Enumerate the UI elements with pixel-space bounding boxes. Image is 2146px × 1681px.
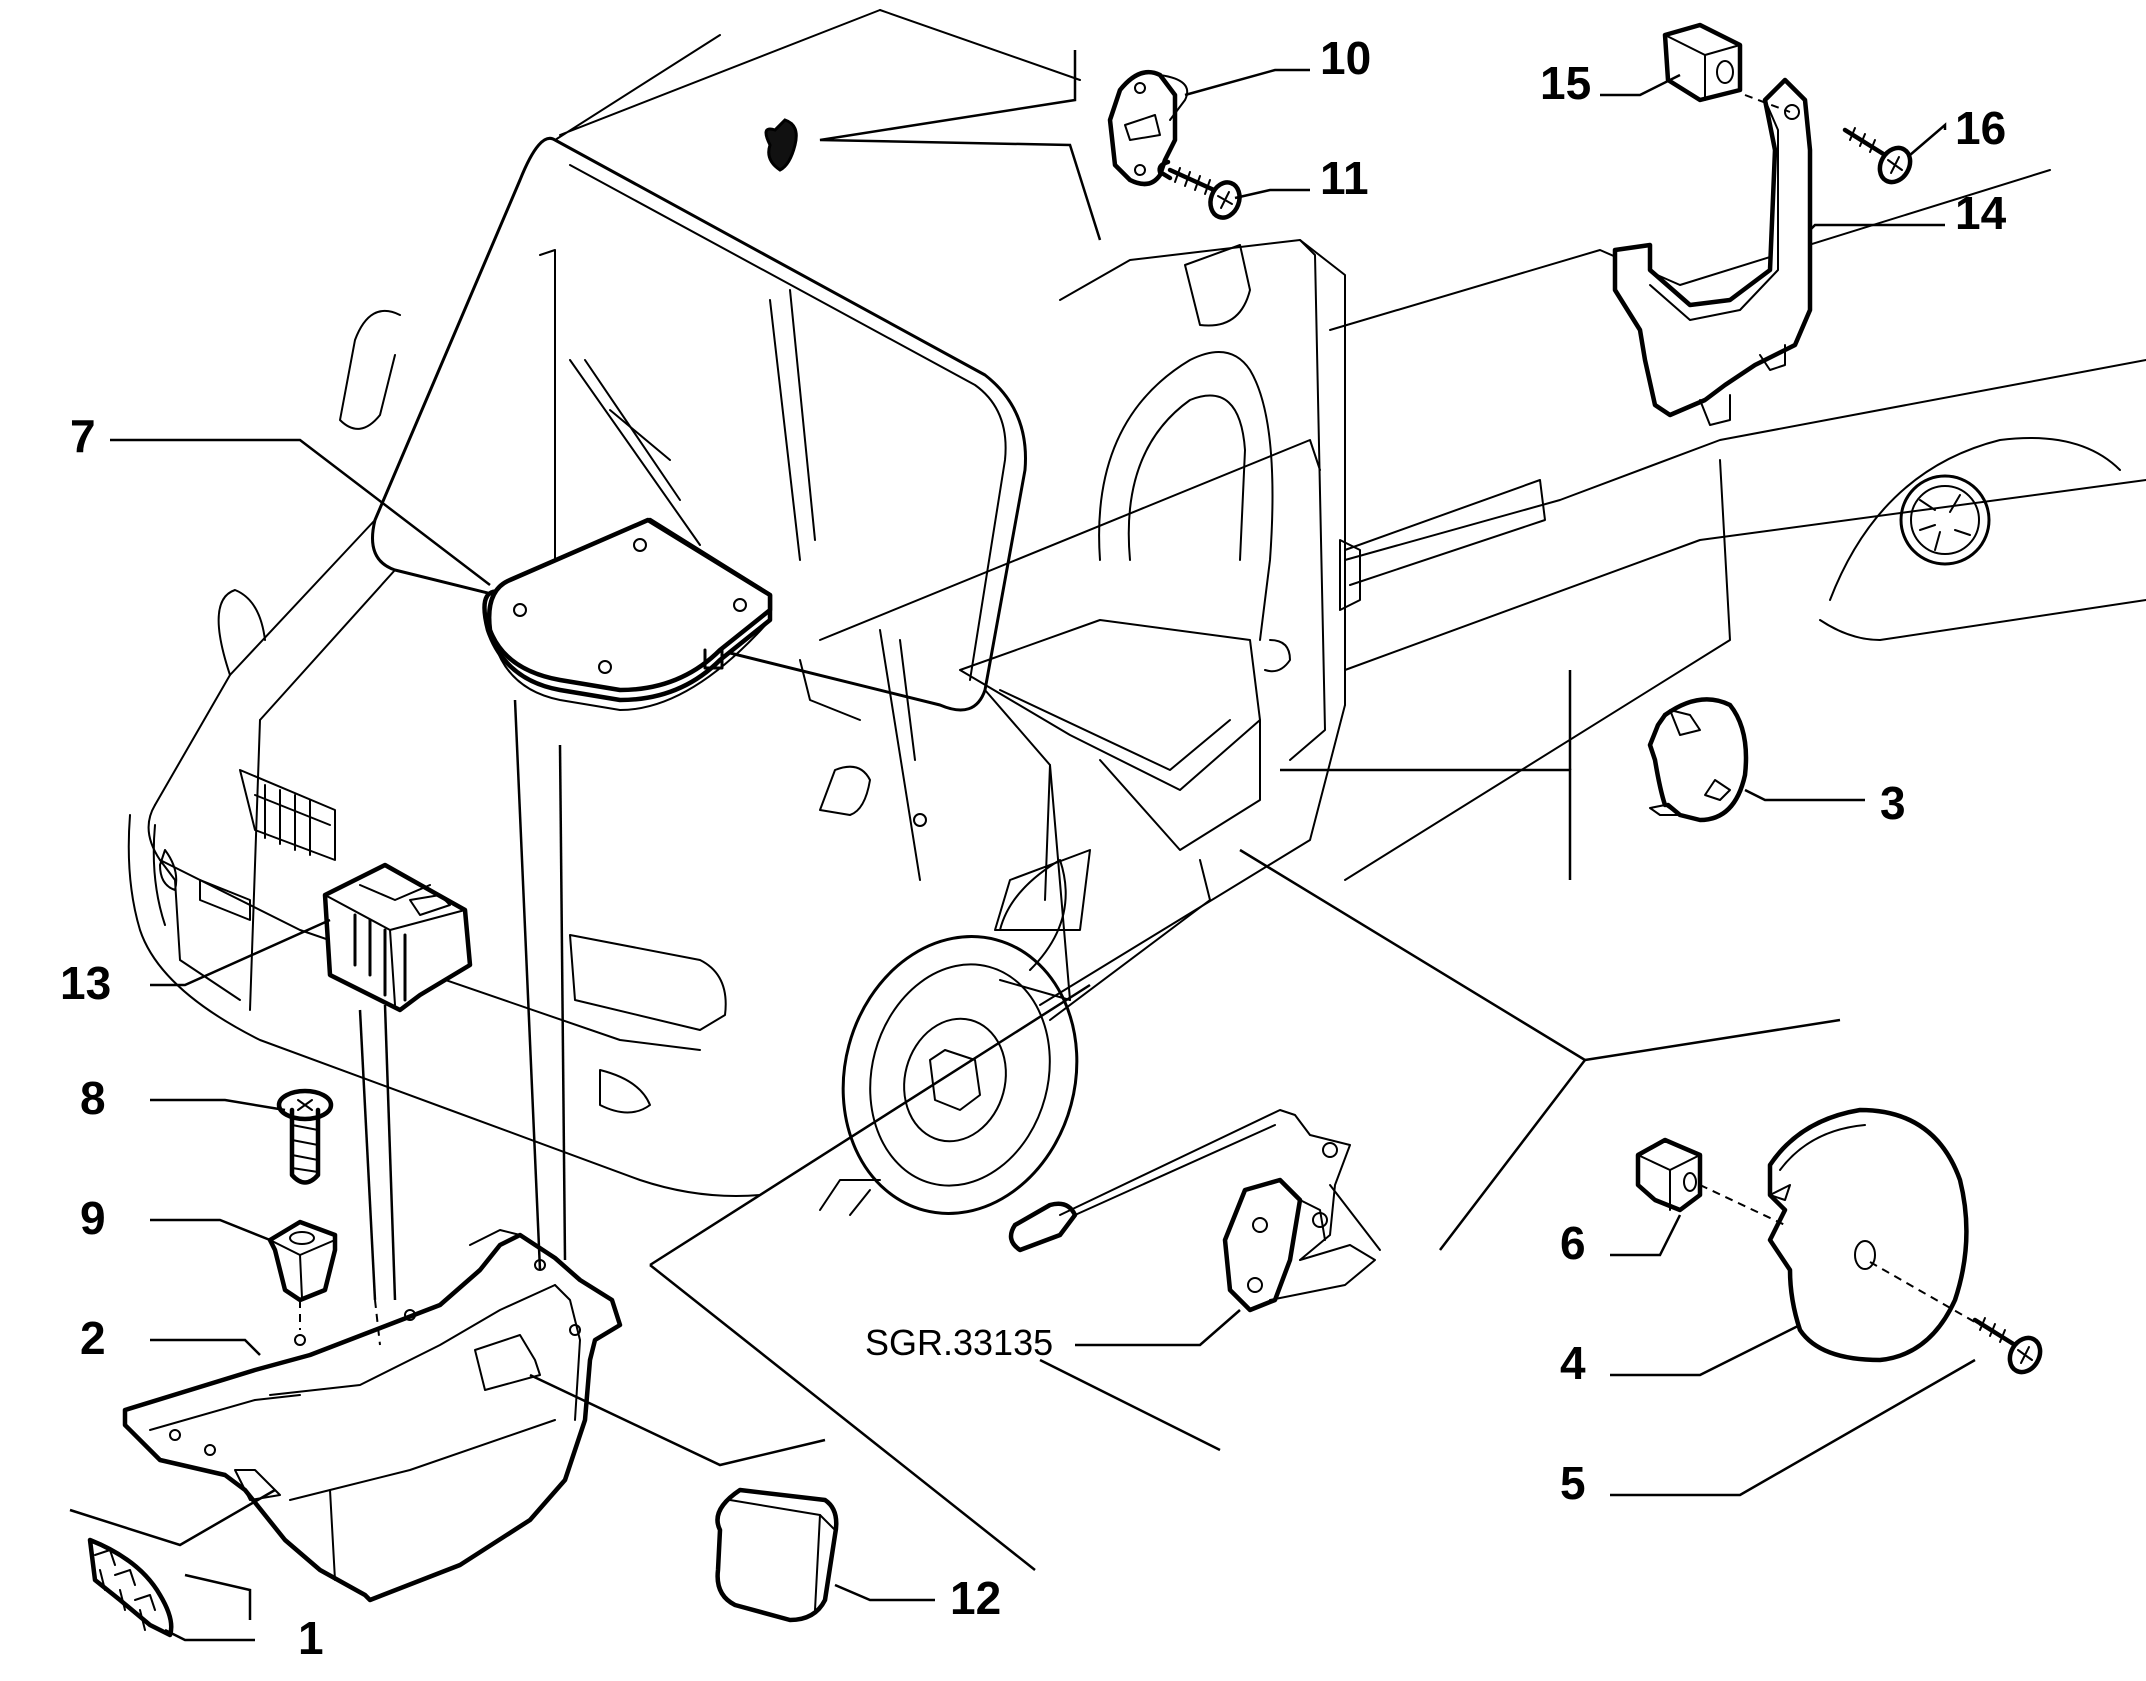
callout-5: 5 <box>1560 1457 1586 1509</box>
part-5-shape <box>1972 1317 2043 1375</box>
part-8-shape <box>276 1088 334 1185</box>
handbrake-shape <box>1008 1109 1381 1313</box>
part-13-shape <box>322 862 473 1013</box>
callout-6: 6 <box>1560 1217 1586 1269</box>
callout-9: 9 <box>80 1192 106 1244</box>
callout-2: 2 <box>80 1312 106 1364</box>
part-16-shape <box>1842 127 1913 185</box>
part-9-shape <box>267 1219 338 1303</box>
reference-code: SGR.33135 <box>865 1322 1054 1363</box>
leader-lines <box>69 50 1981 1642</box>
part-15-shape <box>1662 22 1743 103</box>
part-4-shape <box>1767 1107 1969 1363</box>
part-3-shape <box>1647 697 1749 823</box>
callout-7: 7 <box>70 410 96 462</box>
part-6-shape <box>1635 1137 1703 1213</box>
part-7-shape <box>482 517 773 711</box>
callout-14: 14 <box>1955 187 2007 239</box>
part-11-shape <box>1157 159 1242 220</box>
callout-13: 13 <box>60 957 112 1009</box>
part-1-shape <box>87 1537 174 1638</box>
part-12-shape <box>715 1487 839 1623</box>
van-outline <box>127 9 2146 1216</box>
part-14-shape <box>1612 77 1813 426</box>
callout-11: 11 <box>1320 152 1369 204</box>
callout-3: 3 <box>1880 777 1906 829</box>
part-2-shape <box>122 1229 623 1603</box>
part-10-shape <box>1107 69 1189 187</box>
callout-4: 4 <box>1560 1337 1586 1389</box>
callout-16: 16 <box>1955 102 2007 154</box>
callout-8: 8 <box>80 1072 106 1124</box>
callout-1: 1 <box>298 1612 324 1664</box>
callout-15: 15 <box>1540 57 1592 109</box>
callout-12: 12 <box>950 1572 1002 1624</box>
callout-10: 10 <box>1320 32 1372 84</box>
blob-part <box>764 118 798 172</box>
